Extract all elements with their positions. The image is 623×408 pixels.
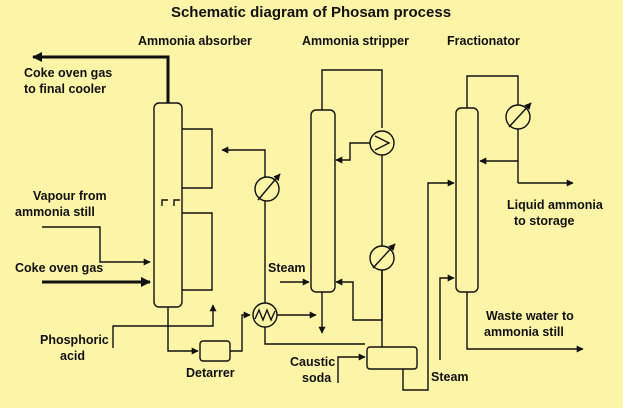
- acid-circulation-line: [221, 146, 266, 310]
- label-vapour-line2: ammonia still: [15, 205, 95, 219]
- stripper-return-line: [335, 270, 383, 321]
- stripper-cooler-indicator: [372, 243, 396, 269]
- waste-water-outlet-line: [466, 292, 584, 353]
- absorber-tray-left: [161, 199, 168, 206]
- label-steam-stripper: Steam: [268, 261, 306, 275]
- fractionator-steam-line: [439, 274, 455, 360]
- diagram-title: Schematic diagram of Phosam process: [171, 4, 451, 21]
- vapour-inlet-line: [42, 226, 151, 266]
- ammonia-absorber-column: [153, 102, 183, 308]
- coke-gas-outlet-line: [32, 52, 170, 103]
- label-phosphoric-line1: Phosphoric: [40, 333, 109, 347]
- detarrer-to-exchanger-line: [230, 311, 251, 352]
- phosphoric-acid-line: [112, 304, 217, 348]
- label-coke-gas-out-line1: Coke oven gas: [24, 66, 112, 80]
- fractionator-feed-line: [402, 179, 455, 391]
- detarrer-vessel: [199, 340, 231, 362]
- label-coke-gas-out-line2: to final cooler: [24, 82, 106, 96]
- label-caustic-line1: Caustic: [290, 355, 335, 369]
- absorber-lower-loop: [182, 212, 213, 291]
- label-phosphoric-line2: acid: [60, 349, 85, 363]
- stripper-overhead-line: [321, 69, 383, 128]
- absorber-tray-right: [173, 199, 180, 206]
- fractionator-overhead-line: [466, 75, 519, 108]
- exchanger-coil: [254, 308, 276, 322]
- label-coke-oven-gas-in: Coke oven gas: [15, 261, 103, 275]
- label-caustic-line2: soda: [302, 371, 332, 385]
- absorber-upper-loop: [182, 128, 213, 189]
- header-ammonia-absorber: Ammonia absorber: [138, 34, 252, 48]
- lean-solution-return-line: [264, 327, 365, 345]
- stripper-condenser-coil: [374, 135, 391, 151]
- caustic-soda-feed-line: [337, 353, 366, 383]
- label-detarrer: Detarrer: [186, 366, 235, 380]
- fractionator-condenser-indicator: [508, 102, 532, 128]
- caustic-soda-vessel: [366, 346, 418, 370]
- label-vapour-line1: Vapour from: [33, 189, 107, 203]
- label-steam-fractionator: Steam: [431, 370, 469, 384]
- header-fractionator: Fractionator: [447, 34, 520, 48]
- absorber-cooler-indicator: [257, 173, 281, 201]
- label-liquid-ammonia-line1: Liquid ammonia: [507, 198, 604, 212]
- ammonia-stripper-column: [310, 109, 336, 293]
- absorber-to-detarrer-line: [167, 307, 199, 355]
- label-liquid-ammonia-line2: to storage: [514, 214, 574, 228]
- header-ammonia-stripper: Ammonia stripper: [302, 34, 409, 48]
- fractionator-column: [455, 107, 479, 293]
- label-waste-water-line2: ammonia still: [484, 325, 564, 339]
- stripper-reflux-line: [335, 142, 370, 164]
- label-waste-water-line1: Waste water to: [486, 309, 574, 323]
